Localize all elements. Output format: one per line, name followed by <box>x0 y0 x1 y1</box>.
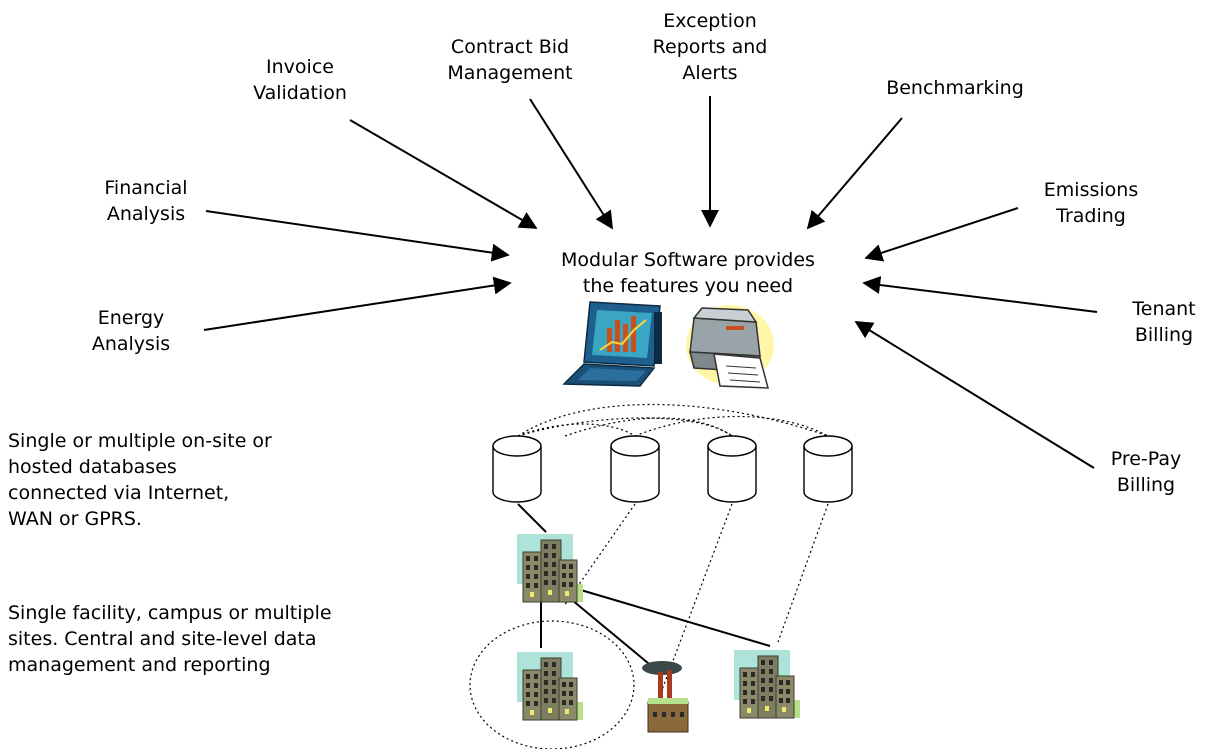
arrow-invoice-validation <box>349 119 538 229</box>
office-building-icon <box>516 651 584 721</box>
database-icon <box>492 435 542 503</box>
printer-icon <box>686 305 774 389</box>
site-links <box>517 503 829 691</box>
label-contract-bid-management: Contract Bid Management <box>447 36 573 84</box>
label-tenant-billing: Tenant Billing <box>1132 298 1196 346</box>
office-building-icon <box>516 533 584 603</box>
arrow-tenant-billing <box>862 276 1098 313</box>
center-label: Modular Software provides the features y… <box>561 249 815 297</box>
label-exception-reports: Exception Reports and Alerts <box>652 10 768 84</box>
databases-description: Single or multiple on-site or hosted dat… <box>8 430 272 530</box>
database-icon <box>707 435 757 503</box>
campus-boundary <box>469 620 635 749</box>
label-invoice-validation: Invoice Validation <box>253 56 347 104</box>
arrow-contract-bid <box>529 98 613 230</box>
label-benchmarking: Benchmarking <box>886 77 1024 99</box>
label-financial-analysis: Financial Analysis <box>104 177 188 225</box>
arrow-energy-analysis <box>203 276 512 331</box>
arrow-pre-pay-billing <box>854 321 1095 469</box>
database-icon <box>610 435 660 503</box>
database-icon <box>803 435 853 503</box>
laptop-chart-icon <box>562 301 662 387</box>
arrow-financial-analysis <box>205 210 510 262</box>
network-links <box>517 403 829 437</box>
label-pre-pay-billing: Pre-Pay Billing <box>1110 448 1182 496</box>
arrow-emissions-trading <box>864 207 1019 262</box>
feature-arrows <box>203 96 1098 469</box>
office-building-icon <box>733 649 801 719</box>
label-energy-analysis: Energy Analysis <box>91 307 171 355</box>
arrow-benchmarking <box>806 117 903 230</box>
label-emissions-trading: Emissions Trading <box>1043 179 1139 227</box>
factory-icon <box>642 661 689 733</box>
sites-description: Single facility, campus or multiple site… <box>8 602 332 676</box>
